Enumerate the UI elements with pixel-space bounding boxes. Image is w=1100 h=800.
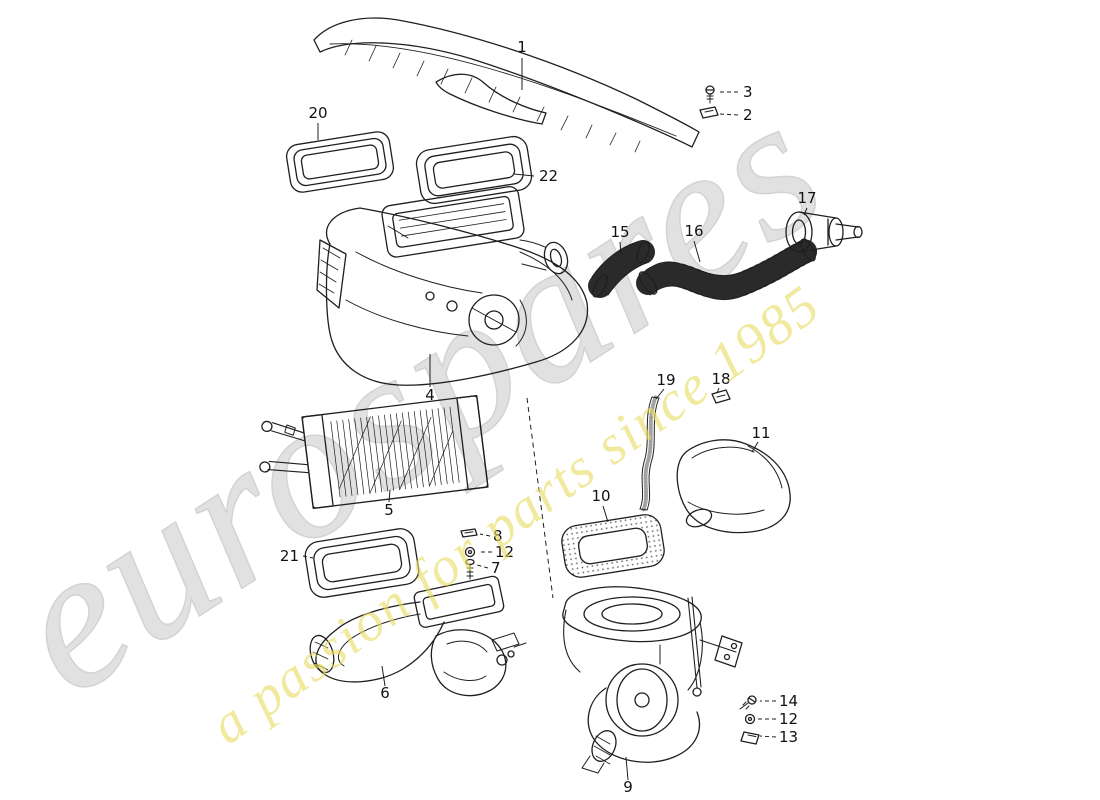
part-10-foam-seal (561, 514, 665, 578)
callout-6: 6 (380, 684, 390, 702)
callout-3: 3 (743, 83, 753, 101)
callout-20: 20 (308, 104, 327, 122)
callout-labels: 1 3 2 20 22 15 16 17 4 19 18 11 5 10 8 1… (280, 38, 817, 796)
callout-17: 17 (797, 189, 816, 207)
callout-16: 16 (684, 222, 703, 240)
part-4-heater-housing (316, 186, 589, 386)
callout-21: 21 (280, 547, 299, 565)
callout-10: 10 (591, 487, 610, 505)
part-7-screw (465, 558, 475, 580)
leader-lines (302, 58, 808, 781)
callout-13: 13 (779, 728, 798, 746)
callout-5: 5 (384, 501, 394, 519)
callout-8: 8 (493, 527, 503, 545)
part-2-clip (699, 106, 719, 119)
callout-12b: 12 (779, 710, 798, 728)
part-18-clip (711, 389, 731, 404)
part-13-clip (740, 731, 760, 745)
callout-15: 15 (610, 223, 629, 241)
callout-9: 9 (623, 778, 633, 796)
part-11-air-duct (676, 439, 791, 534)
part-3-screw (705, 85, 715, 104)
part-6-footwell-duct (309, 575, 527, 697)
part-22-seal (415, 135, 533, 205)
part-20-seal (285, 131, 395, 193)
part-15-hose-short (588, 240, 655, 298)
callout-7: 7 (491, 559, 501, 577)
part-16-hose-long (636, 238, 820, 301)
part-5-heater-core (259, 394, 489, 510)
part-1-cowl-grille (313, 17, 700, 153)
part-12-washer-lower (744, 713, 756, 725)
callout-18: 18 (711, 370, 730, 388)
callout-2: 2 (743, 106, 753, 124)
part-12-washer-upper (464, 546, 476, 558)
callout-11: 11 (751, 424, 770, 442)
construction-line (526, 397, 554, 599)
part-8-clip (460, 528, 478, 538)
callout-12a: 12 (495, 543, 514, 561)
part-9-blower-housing (562, 586, 743, 774)
callout-22: 22 (539, 167, 558, 185)
callout-1: 1 (517, 38, 527, 56)
part-19-seal-strip (639, 395, 660, 512)
callout-19: 19 (656, 371, 675, 389)
part-14-screw (739, 695, 757, 710)
part-21-seal (304, 528, 420, 598)
callout-4: 4 (425, 386, 435, 404)
callout-14: 14 (779, 692, 798, 710)
